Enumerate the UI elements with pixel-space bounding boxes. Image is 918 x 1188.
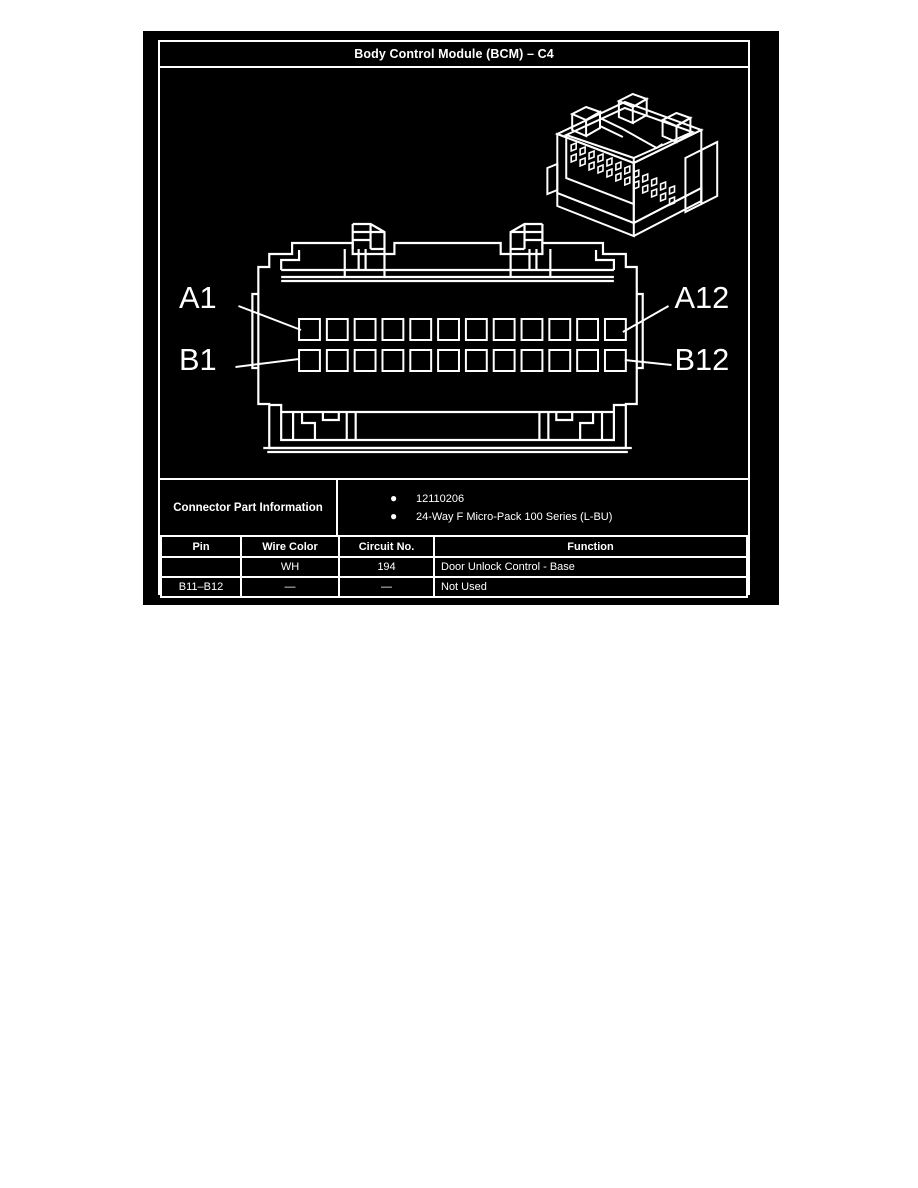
connector-figure-panel: Body Control Module (BCM) – C4 [143, 31, 779, 605]
leader-line-a12 [622, 305, 670, 333]
pin-label-a12: A12 [675, 280, 730, 315]
cell-function: Not Used [433, 576, 748, 598]
connector-face-outline [251, 222, 644, 454]
leader-line-a1 [238, 305, 302, 331]
table-row: WH 194 Door Unlock Control - Base [160, 556, 748, 578]
page-title: Body Control Module (BCM) – C4 [354, 47, 554, 61]
leader-line-b12 [624, 359, 672, 366]
connector-part-information: Connector Part Information ● 12110206 ● … [160, 478, 748, 535]
pin-label-b1: B1 [179, 342, 217, 377]
cell-pin: B11–B12 [160, 576, 242, 598]
bullet-icon: ● [390, 508, 398, 523]
cell-circuit-no: — [338, 576, 435, 598]
part-info-list: ● 12110206 ● 24-Way F Micro-Pack 100 Ser… [338, 480, 748, 535]
cell-circuit-no: 194 [338, 556, 435, 578]
cell-function: Door Unlock Control - Base [433, 556, 748, 578]
table-row: B11–B12 — — Not Used [160, 576, 748, 598]
pin-row-a [298, 318, 627, 341]
connector-drawing-svg: A1 B1 A12 B12 [179, 92, 729, 454]
figure-title-bar: Body Control Module (BCM) – C4 [160, 42, 748, 68]
bullet-icon: ● [390, 490, 398, 505]
pin-label-group: A1 B1 A12 B12 [179, 280, 729, 377]
column-header-pin: Pin [160, 535, 242, 558]
pin-label-a1: A1 [179, 280, 217, 315]
pin-label-b12: B12 [675, 342, 730, 377]
cell-pin [160, 556, 242, 578]
pin-leader-lines [235, 305, 672, 368]
table-header-row: Pin Wire Color Circuit No. Function [160, 535, 748, 558]
part-info-label: Connector Part Information [160, 480, 338, 535]
column-header-circuit-no: Circuit No. [338, 535, 435, 558]
isometric-connector-illustration [546, 92, 719, 238]
connector-drawing-area: A1 B1 A12 B12 [160, 68, 748, 478]
cell-wire-color: — [240, 576, 340, 598]
part-info-item: ● 12110206 [390, 490, 748, 508]
figure-frame: Body Control Module (BCM) – C4 [158, 40, 750, 598]
leader-line-b1 [235, 358, 300, 368]
column-header-function: Function [433, 535, 748, 558]
cell-wire-color: WH [240, 556, 340, 578]
pin-row-b [298, 349, 627, 372]
pin-function-table: Pin Wire Color Circuit No. Function WH 1… [160, 535, 748, 598]
part-description-text: 24-Way F Micro-Pack 100 Series (L-BU) [416, 510, 613, 523]
column-header-wire-color: Wire Color [240, 535, 340, 558]
part-number-text: 12110206 [416, 492, 465, 505]
part-info-item: ● 24-Way F Micro-Pack 100 Series (L-BU) [390, 508, 748, 526]
